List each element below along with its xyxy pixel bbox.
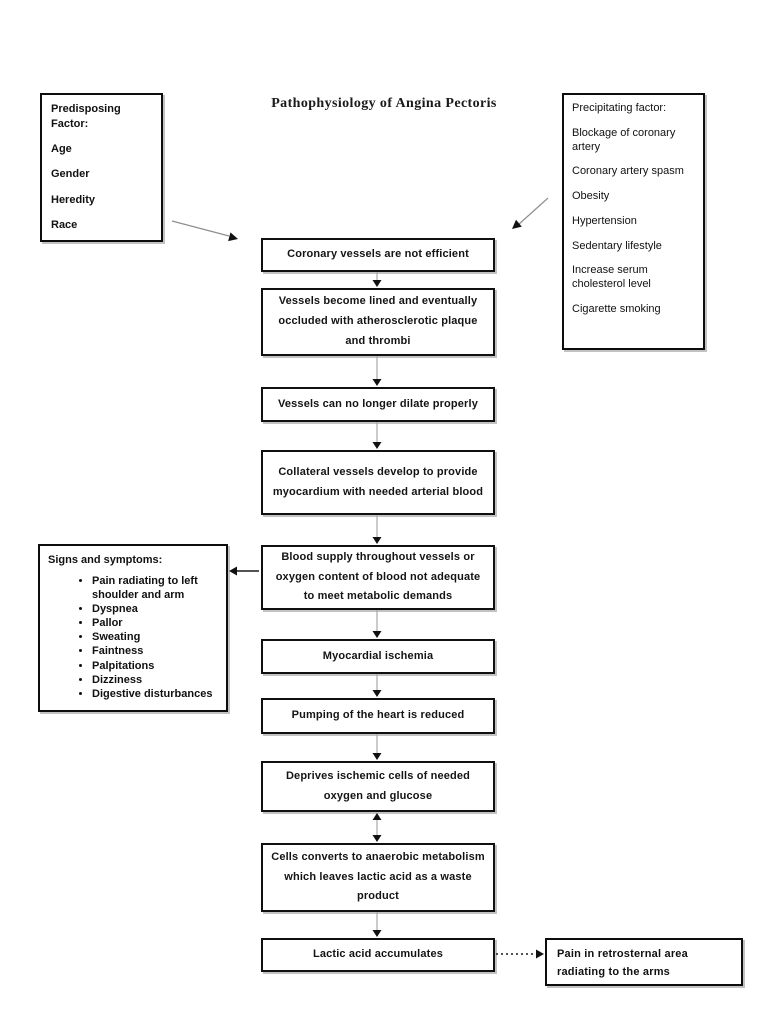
arrow-down-4 <box>372 515 382 544</box>
precipitating-item: Coronary artery spasm <box>572 165 684 178</box>
flow-box-blood-supply-inadequate: Blood supply throughout vessels or oxyge… <box>261 545 495 610</box>
page-title: Pathophysiology of Angina Pectoris <box>271 96 497 111</box>
signs-item: Sweating <box>92 630 218 644</box>
signs-item: Palpitations <box>92 659 218 673</box>
arrow-down-5 <box>372 610 382 638</box>
signs-item: Pain radiating to left shoulder and arm <box>92 574 218 602</box>
arrow-down-1 <box>372 272 382 287</box>
signs-symptoms-box: Signs and symptoms: Pain radiating to le… <box>38 544 228 712</box>
signs-item: Faintness <box>92 644 218 658</box>
arrow-down-2 <box>372 356 382 386</box>
arrow-dotted-to-pain <box>496 949 544 959</box>
signs-heading: Signs and symptoms: <box>48 554 163 566</box>
flow-box-vessels-cannot-dilate: Vessels can no longer dilate properly <box>261 387 495 422</box>
signs-item: Dyspnea <box>92 602 218 616</box>
precipitating-item: Cigarette smoking <box>572 302 661 315</box>
flow-box-anaerobic-metabolism: Cells converts to anaerobic metabolism w… <box>261 843 495 912</box>
arrow-predisposing-to-flow <box>171 220 238 242</box>
arrow-precipitating-to-flow <box>512 197 549 229</box>
precipitating-item: Hypertension <box>572 214 637 227</box>
flow-box-collateral-vessels: Collateral vessels develop to provide my… <box>261 450 495 515</box>
flow-box-vessels-occluded: Vessels become lined and eventually occl… <box>261 288 495 356</box>
flow-box-pumping-reduced: Pumping of the heart is reduced <box>261 698 495 734</box>
signs-list: Pain radiating to left shoulder and armD… <box>48 574 218 701</box>
signs-item: Pallor <box>92 616 218 630</box>
arrow-down-3 <box>372 422 382 449</box>
flow-box-deprives-cells: Deprives ischemic cells of needed oxygen… <box>261 761 495 812</box>
predisposing-item: Heredity <box>51 193 96 206</box>
predisposing-heading: Predisposing Factor: <box>51 103 121 131</box>
flow-box-coronary-vessels-not-efficient: Coronary vessels are not efficient <box>261 238 495 272</box>
precipitating-item: Blockage of coronary artery <box>572 126 676 153</box>
arrow-down-6 <box>372 674 382 697</box>
precipitating-item: Increase serum cholesterol level <box>572 264 651 290</box>
flow-box-myocardial-ischemia: Myocardial ischemia <box>261 639 495 674</box>
flow-box-lactic-acid-accumulates: Lactic acid accumulates <box>261 938 495 972</box>
predisposing-item: Gender <box>51 168 90 181</box>
predisposing-item: Race <box>51 218 78 231</box>
arrow-double-8 <box>372 813 382 842</box>
predisposing-item: Age <box>51 142 72 155</box>
precipitating-factors-box: Precipitating factor: Blockage of corona… <box>562 93 705 350</box>
precipitating-heading: Precipitating factor: <box>572 102 667 114</box>
outcome-box-retrosternal-pain: Pain in retrosternal area radiating to t… <box>545 938 743 986</box>
precipitating-item: Obesity <box>572 190 610 202</box>
signs-item: Dizziness <box>92 673 218 687</box>
arrow-to-signs <box>229 566 259 576</box>
arrow-down-9 <box>372 912 382 937</box>
signs-item: Digestive disturbances <box>92 687 218 701</box>
arrow-down-7 <box>372 734 382 760</box>
precipitating-item: Sedentary lifestyle <box>572 239 662 252</box>
